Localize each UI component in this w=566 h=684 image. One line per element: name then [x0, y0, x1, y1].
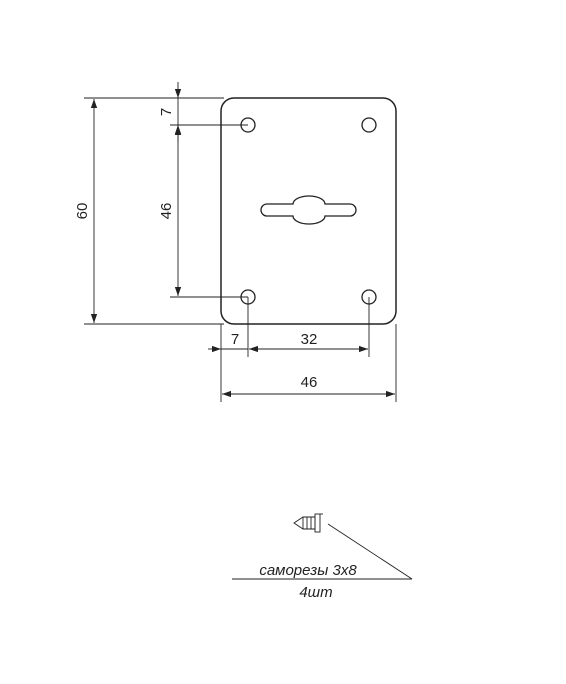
note-quantity: 4шт: [299, 584, 332, 601]
mount-hole-top-right: [361, 117, 377, 133]
extension-lines: [84, 97, 397, 402]
dim-label-overall-height: 60: [74, 203, 91, 220]
dim-label-left-offset: 7: [231, 331, 239, 348]
dim-label-top-offset: 7: [158, 108, 175, 116]
dim-label-hole-spacing-horizontal: 32: [301, 331, 318, 348]
keyhole-slot: [260, 195, 357, 225]
note-leader-line: [232, 523, 413, 580]
dim-label-hole-spacing-vertical: 46: [158, 203, 175, 220]
screw-icon: [293, 513, 323, 533]
dim-label-overall-width: 46: [301, 374, 318, 391]
note-screws: саморезы 3х8: [259, 562, 357, 579]
